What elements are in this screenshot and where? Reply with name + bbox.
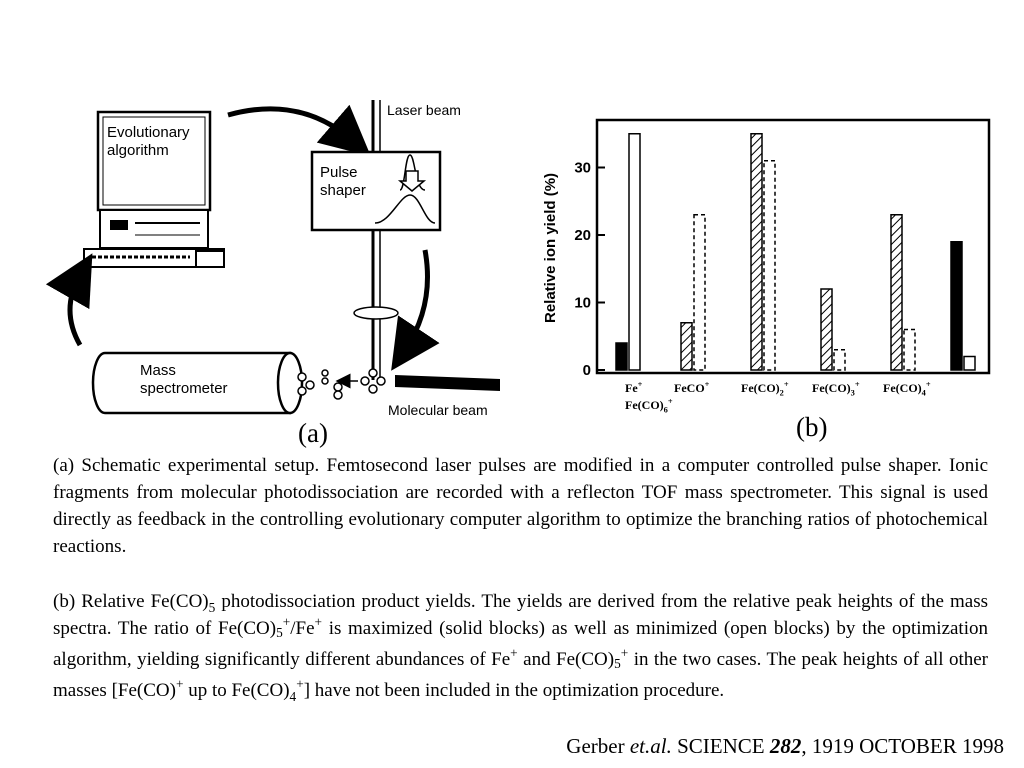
ion-yield-bar-chart: 0 10 20 30 Relative ion yield (%)	[542, 118, 991, 379]
bar-dashed-3	[833, 349, 846, 371]
caption-a-text: (a) Schematic experimental setup. Femtos…	[53, 455, 988, 557]
shaper-label-1: Pulse	[320, 164, 358, 181]
molecular-beam-label: Molecular beam	[388, 402, 488, 418]
bar-hatched-1	[680, 322, 693, 371]
experimental-setup-diagram: Evolutionary algorithm Laser beam Pulse …	[45, 100, 500, 418]
molecule-icons	[297, 368, 386, 400]
bar-open-5	[963, 355, 976, 371]
citation-etal: et.al.	[629, 734, 672, 758]
y-tick-label: 10	[574, 295, 591, 312]
x-tick-fe: Fe+	[625, 380, 643, 395]
panel-label-a: (a)	[298, 418, 328, 448]
caption-b-text: (b) Relative Fe(CO)5 photodissociation p…	[53, 591, 988, 704]
y-tick-label: 30	[574, 160, 591, 177]
computer-label-2: algorithm	[107, 142, 169, 159]
x-tick-feco3: Fe(CO)3+	[812, 380, 860, 398]
y-tick-label: 20	[574, 227, 591, 244]
y-tick-label: 0	[583, 362, 591, 379]
x-tick-feco: FeCO+	[674, 380, 710, 395]
bar-dashed-4	[903, 328, 916, 371]
x-tick-feco6: Fe(CO)6+	[625, 397, 673, 415]
panel-label-b: (b)	[796, 412, 828, 442]
citation: Gerber et.al. SCIENCE 282, 1919 OCTOBER …	[566, 734, 1004, 759]
arrow-to-computer	[45, 253, 93, 347]
arrow-to-shaper	[227, 104, 371, 157]
bar-solid-5	[950, 241, 963, 371]
bar-dashed-1	[693, 214, 706, 371]
bar-hatched-3	[820, 288, 833, 371]
mass-spectrometer	[91, 351, 304, 415]
x-tick-feco4: Fe(CO)4+	[883, 380, 931, 398]
citation-author: Gerber	[566, 734, 630, 758]
shaper-label-2: shaper	[320, 182, 366, 199]
caption-a: (a) Schematic experimental setup. Femtos…	[53, 452, 988, 560]
y-axis-ticks: 0 10 20 30	[574, 160, 605, 379]
computer-icon	[83, 110, 225, 268]
pulse-shaper-box	[310, 150, 442, 232]
lens-icon	[353, 306, 399, 320]
citation-rest: , 1919 OCTOBER 1998	[801, 734, 1004, 758]
laser-beam-label: Laser beam	[387, 102, 461, 118]
plot-frame	[595, 118, 991, 375]
mass-label-2: spectrometer	[140, 380, 228, 397]
citation-journal: SCIENCE	[671, 734, 770, 758]
caption-b: (b) Relative Fe(CO)5 photodissociation p…	[53, 588, 988, 704]
y-axis-label: Relative ion yield (%)	[542, 173, 559, 323]
molecular-beam-nozzle	[395, 375, 500, 391]
mass-label-1: Mass	[140, 362, 176, 379]
bar-open-0	[628, 133, 641, 371]
bar-hatched-2	[750, 133, 763, 371]
bar-solid-0	[615, 342, 628, 371]
x-tick-feco2: Fe(CO)2+	[741, 380, 789, 398]
bar-dashed-2	[763, 160, 776, 371]
bars-group	[615, 133, 976, 371]
arrow-to-sample	[391, 249, 440, 371]
computer-label-1: Evolutionary	[107, 124, 190, 141]
bar-hatched-4	[890, 214, 903, 371]
citation-volume: 282	[769, 734, 802, 758]
